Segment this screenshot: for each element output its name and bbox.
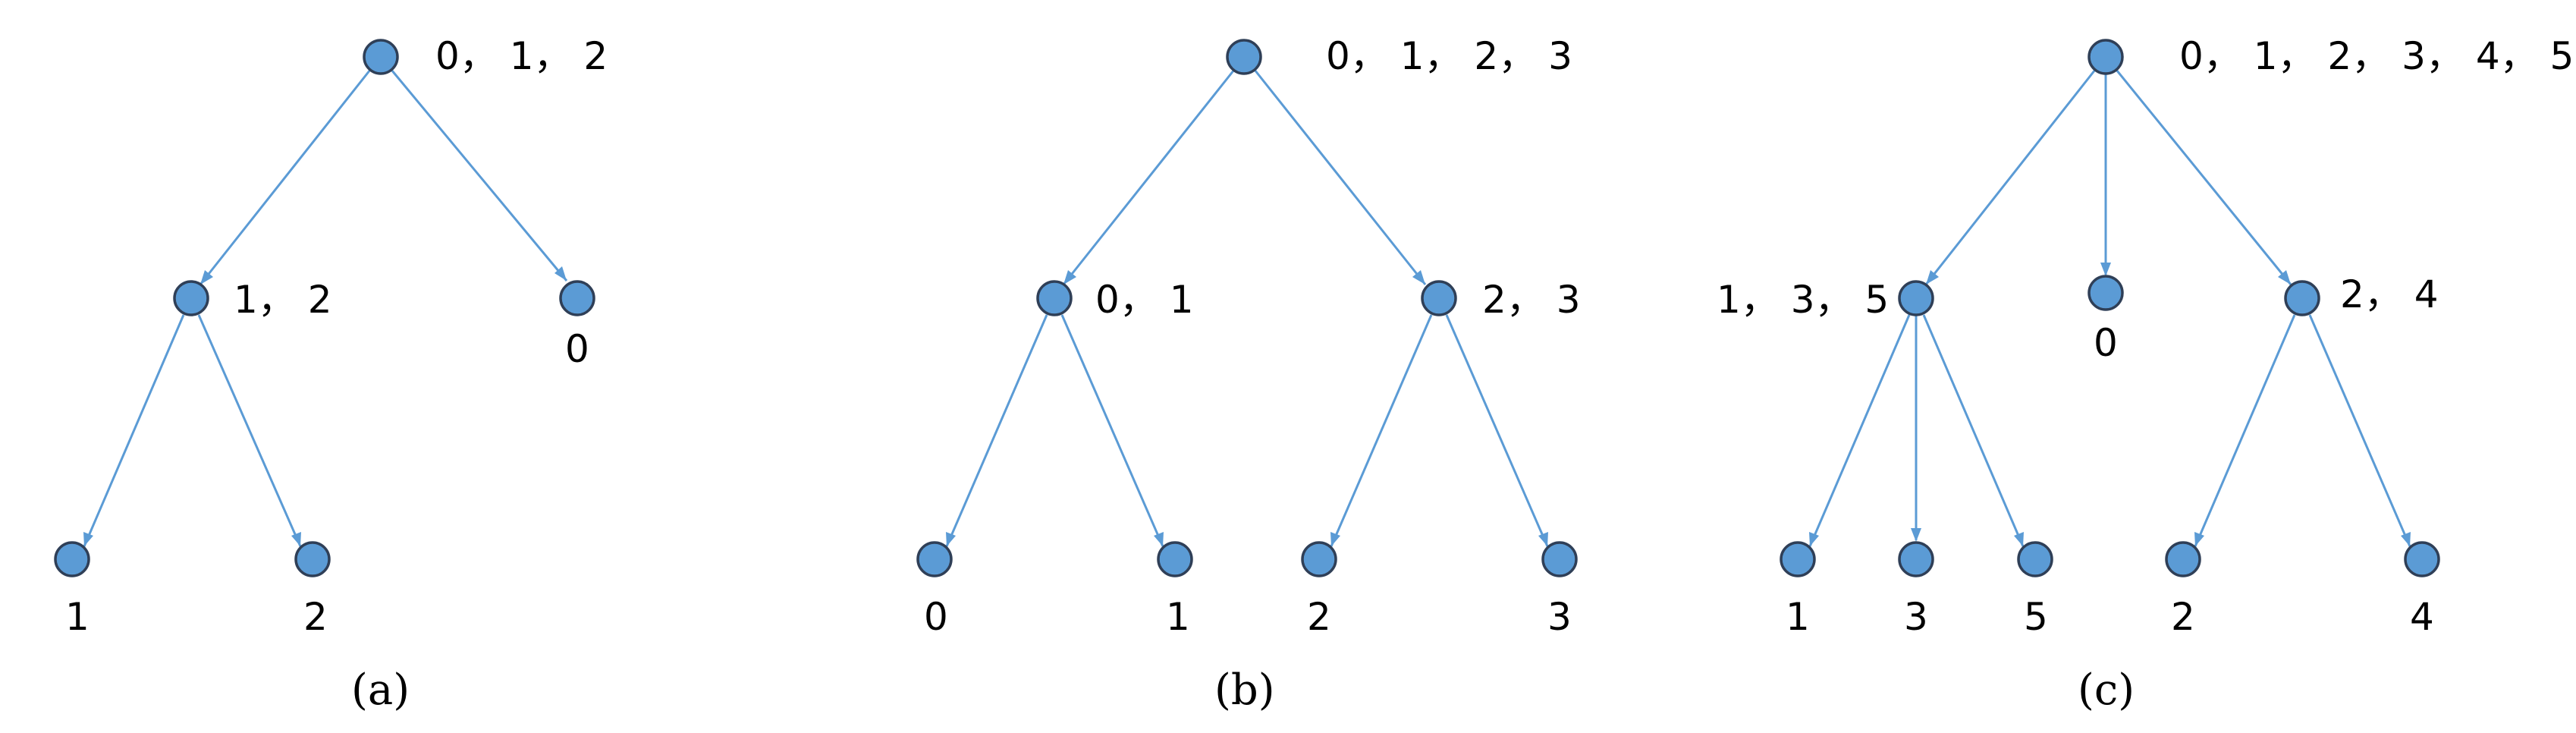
label-b-leaf4: 3 [1547,595,1572,639]
node-c-leaf1 [1780,541,1816,577]
label-c-leaf5: 4 [2410,595,2434,639]
arrowhead-c-root-left [1926,270,1939,285]
arrowhead-b-root-right [1412,270,1425,285]
node-c-leaf2 [1898,541,1934,577]
arrowhead-b-right-leaf3 [1330,532,1340,546]
node-b-leaf4 [1541,541,1578,577]
label-c-root: 0， 1， 2， 3， 4， 5 [2179,34,2574,78]
edge-b-root-left [1062,69,1236,285]
edge-a-root-left [199,69,372,285]
edge-c-left-leaf3 [1922,314,2025,547]
label-c-leaf4: 2 [2171,595,2195,639]
arrowhead-c-right-leaf4 [2194,532,2204,546]
arrowhead-b-left-leaf1 [946,532,956,546]
arrowhead-a-root-left [200,270,213,285]
node-c-right [2284,280,2320,316]
node-a-right [559,280,595,316]
label-a-right: 0 [565,327,589,371]
edge-a-left-leaf1 [83,314,185,547]
node-c-leaf4 [2165,541,2201,577]
label-a-root: 0， 1， 2 [435,34,608,78]
label-b-right: 2， 3 [1482,278,1581,322]
label-b-left: 0， 1 [1095,278,1194,322]
arrowhead-b-right-leaf4 [1538,532,1548,546]
label-c-right: 2， 4 [2340,272,2439,316]
edge-a-root-right [390,69,568,282]
edge-b-left-leaf2 [1060,314,1164,547]
node-c-root [2088,39,2124,75]
edge-b-right-leaf3 [1330,314,1433,547]
arrowhead-c-left-leaf3 [2014,532,2024,546]
arrowhead-c-root-right [2278,270,2291,285]
label-b-leaf3: 2 [1307,595,1331,639]
arrowhead-b-root-left [1063,270,1076,285]
arrowhead-c-left-leaf1 [1809,532,1819,546]
tree-c: 0， 1， 2， 3， 4， 5 1， 3， 5 0 2， 4 1 3 5 2 … [1717,34,2574,715]
arrowhead-a-root-right [554,266,567,281]
caption-a: (a) [351,665,410,715]
node-a-root [363,39,399,75]
caption-c: (c) [2078,665,2135,715]
caption-b: (b) [1214,665,1275,715]
node-b-root [1226,39,1262,75]
node-b-leaf2 [1157,541,1193,577]
edge-c-right-leaf5 [2308,314,2411,547]
label-c-middle: 0 [2094,321,2118,365]
tree-a: 0， 1， 2 1， 2 0 1 2 (a) [54,34,608,715]
edge-c-root-right [2115,69,2292,285]
arrowhead-b-left-leaf2 [1154,532,1164,546]
label-b-root: 0， 1， 2， 3 [1326,34,1572,78]
edge-c-left-leaf1 [1808,314,1911,547]
label-c-leaf2: 3 [1904,595,1928,639]
label-b-leaf1: 0 [924,595,948,639]
label-c-left: 1， 3， 5 [1717,278,1889,322]
arrowhead-c-root-middle [2100,263,2111,276]
node-c-left [1898,280,1934,316]
label-c-leaf1: 1 [1786,595,1810,639]
edge-a-left-leaf2 [197,314,302,547]
node-a-left [173,280,209,316]
arrowhead-c-right-leaf5 [2401,532,2411,546]
label-b-leaf2: 1 [1166,595,1190,639]
node-a-leaf1 [54,541,90,577]
arrowhead-c-left-leaf2 [1911,528,1921,542]
arrowhead-a-left-leaf2 [291,532,301,546]
edge-c-root-left [1924,69,2097,285]
label-a-left: 1， 2 [234,278,332,322]
label-c-leaf3: 5 [2024,595,2048,639]
node-b-leaf1 [916,541,953,577]
edge-b-left-leaf1 [945,314,1048,547]
edge-b-right-leaf4 [1445,314,1549,547]
edge-b-root-right [1253,69,1427,285]
node-b-right [1421,280,1457,316]
node-c-leaf3 [2017,541,2053,577]
label-a-leaf2: 2 [303,595,328,639]
label-a-leaf1: 1 [65,595,90,639]
edge-c-right-leaf4 [2194,314,2296,547]
arrowhead-a-left-leaf1 [83,532,93,546]
node-b-left [1036,280,1073,316]
node-b-leaf3 [1301,541,1337,577]
node-c-leaf5 [2404,541,2440,577]
tree-b: 0， 1， 2， 3 0， 1 2， 3 0 1 2 3 (b) [916,34,1581,715]
node-c-middle [2088,275,2124,311]
node-a-leaf2 [294,541,331,577]
